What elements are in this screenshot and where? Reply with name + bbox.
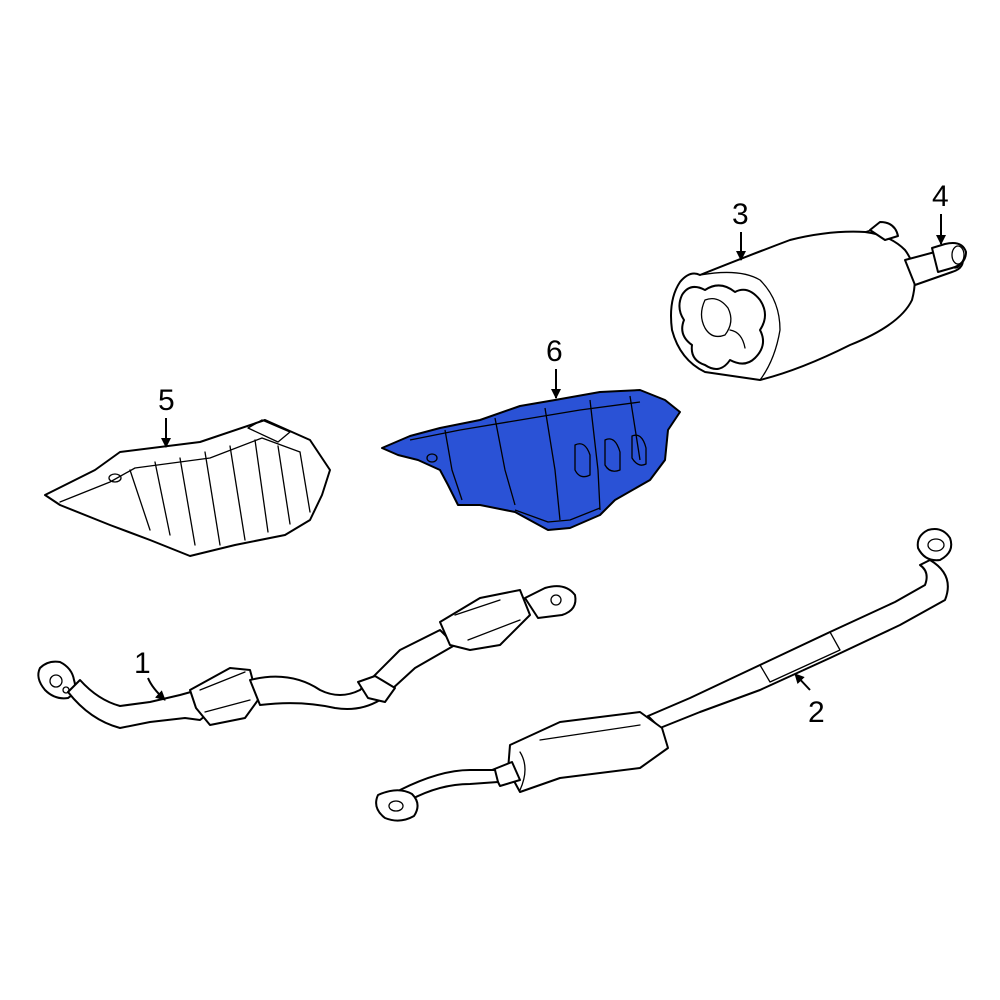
callout-label-1: 1 [134,647,151,680]
part-1-front-pipe-catalytic-converter[interactable] [37,585,577,729]
callout-arrow-2 [794,673,811,691]
callout-1: 1 [134,647,166,701]
callout-5: 5 [158,384,175,448]
callout-label-2: 2 [808,696,825,729]
callout-6: 6 [546,335,563,399]
part-5-heat-shield[interactable] [44,419,331,557]
part-4-tailpipe-tip[interactable] [931,242,967,273]
callout-label-4: 4 [932,180,949,213]
callout-2: 2 [794,673,825,729]
callout-label-5: 5 [158,384,175,417]
callout-arrow-1 [147,677,166,701]
callout-3: 3 [732,198,749,261]
callout-label-6: 6 [546,335,563,368]
callout-label-3: 3 [732,198,749,231]
part-3-muffler[interactable] [670,221,964,381]
callout-4: 4 [932,180,949,245]
part-6-heat-shield-highlighted[interactable] [381,389,681,531]
part-2-intermediate-pipe-resonator[interactable] [375,528,953,822]
